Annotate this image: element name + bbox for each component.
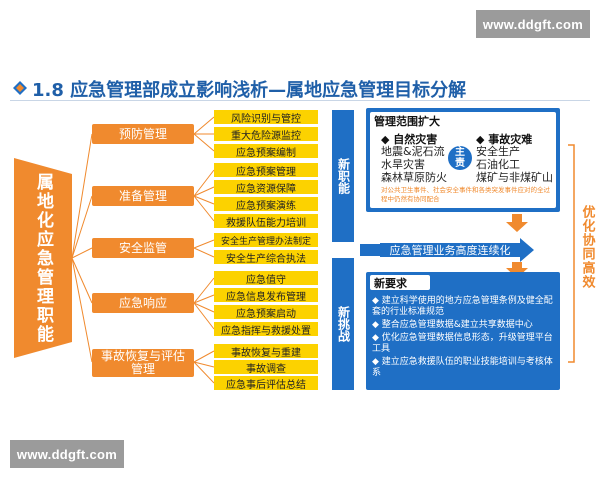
item-post-evaluation: 应急事后评估总结 [214,376,318,391]
item-info-release: 应急信息发布管理 [214,288,318,303]
requirements-panel [366,272,560,390]
requirement-item: ◆ 建立科学使用的地方应急管理条例及健全配套的行业标准规范 [372,296,553,317]
left-function-text: 属地化应急管理职能 [33,172,53,344]
item-investigation: 事故调查 [214,360,318,375]
item-resource-support: 应急资源保障 [214,180,318,195]
item-hazard-monitoring: 重大危险源监控 [214,127,318,142]
main-responsibility-badge: 主责 [448,146,472,170]
watermark-bottom: www.ddgft.com [10,440,124,468]
page-title: 1.8 应急管理部成立影响浅析—属地应急管理目标分解 [32,80,467,101]
item-law-enforcement: 安全生产综合执法 [214,250,318,265]
accident-disaster-list: 安全生产 石油化工 煤矿与非煤矿山 [476,145,553,184]
continuity-band: 应急管理业务高度连续化 [380,243,520,257]
new-challenge-bar: 新挑战 [332,258,354,390]
item-plan-activation: 应急预案启动 [214,305,318,320]
item-safety-rules: 安全生产管理办法制定 [214,233,318,247]
item-command-rescue: 应急指挥与救援处置 [214,322,318,337]
scope-note: 对公共卫生事件、社会安全事件和各类突发事件应对的全过程中仍然有协同配合 [381,186,550,203]
accident-item: 安全生产 [476,145,520,158]
natural-item: 地震&泥石流 [381,145,445,158]
item-plan-management: 应急预案管理 [214,163,318,178]
new-function-bar: 新职能 [332,110,354,242]
category-preparation: 准备管理 [92,186,194,206]
requirement-item: ◆ 建立应急救援队伍的职业技能培训与考核体系 [372,357,553,378]
requirement-item: ◆ 整合应急管理数据&建立共享数据中心 [372,320,533,330]
scope-heading: 管理范围扩大 [374,115,440,128]
requirements-heading: 新要求 [374,277,407,290]
requirements-list: ◆ 建立科学使用的地方应急管理条例及健全配套的行业标准规范 ◆ 整合应急管理数据… [372,296,556,379]
item-risk-control: 风险识别与管控 [214,110,318,125]
accident-item: 煤矿与非煤矿山 [476,171,553,184]
watermark-top: www.ddgft.com [476,10,590,38]
accident-disaster-title: ◆ 事故灾难 [476,133,533,146]
natural-item: 森林草原防火 [381,171,447,184]
item-team-training: 救援队伍能力培训 [214,214,318,229]
new-challenge-text: 新挑战 [336,306,351,342]
main-responsibility-text: 主责 [455,147,465,169]
category-recovery: 事故恢复与评估管理 [92,349,194,377]
natural-item: 水旱灾害 [381,158,425,171]
new-function-text: 新职能 [336,158,351,194]
category-prevention: 预防管理 [92,124,194,144]
category-response: 应急响应 [92,293,194,313]
requirement-item: ◆ 优化应急管理数据信息形态，升级管理平台工具 [372,333,553,354]
left-function-label: 属地化应急管理职能 [14,158,72,358]
item-recovery-rebuild: 事故恢复与重建 [214,344,318,359]
item-duty: 应急值守 [214,271,318,286]
requirements-heading-box [370,275,430,290]
natural-disaster-title: ◆ 自然灾害 [381,133,438,146]
item-plan-drafting: 应急预案编制 [214,144,318,159]
right-goal-label: 优化协同高效 [578,205,596,305]
right-goal-text: 优化协同高效 [579,205,595,289]
natural-disaster-list: 地震&泥石流 水旱灾害 森林草原防火 [381,145,447,184]
category-supervision: 安全监管 [92,238,194,258]
accident-item: 石油化工 [476,158,520,171]
title-underline [10,100,590,101]
item-plan-drill: 应急预案演练 [214,197,318,212]
